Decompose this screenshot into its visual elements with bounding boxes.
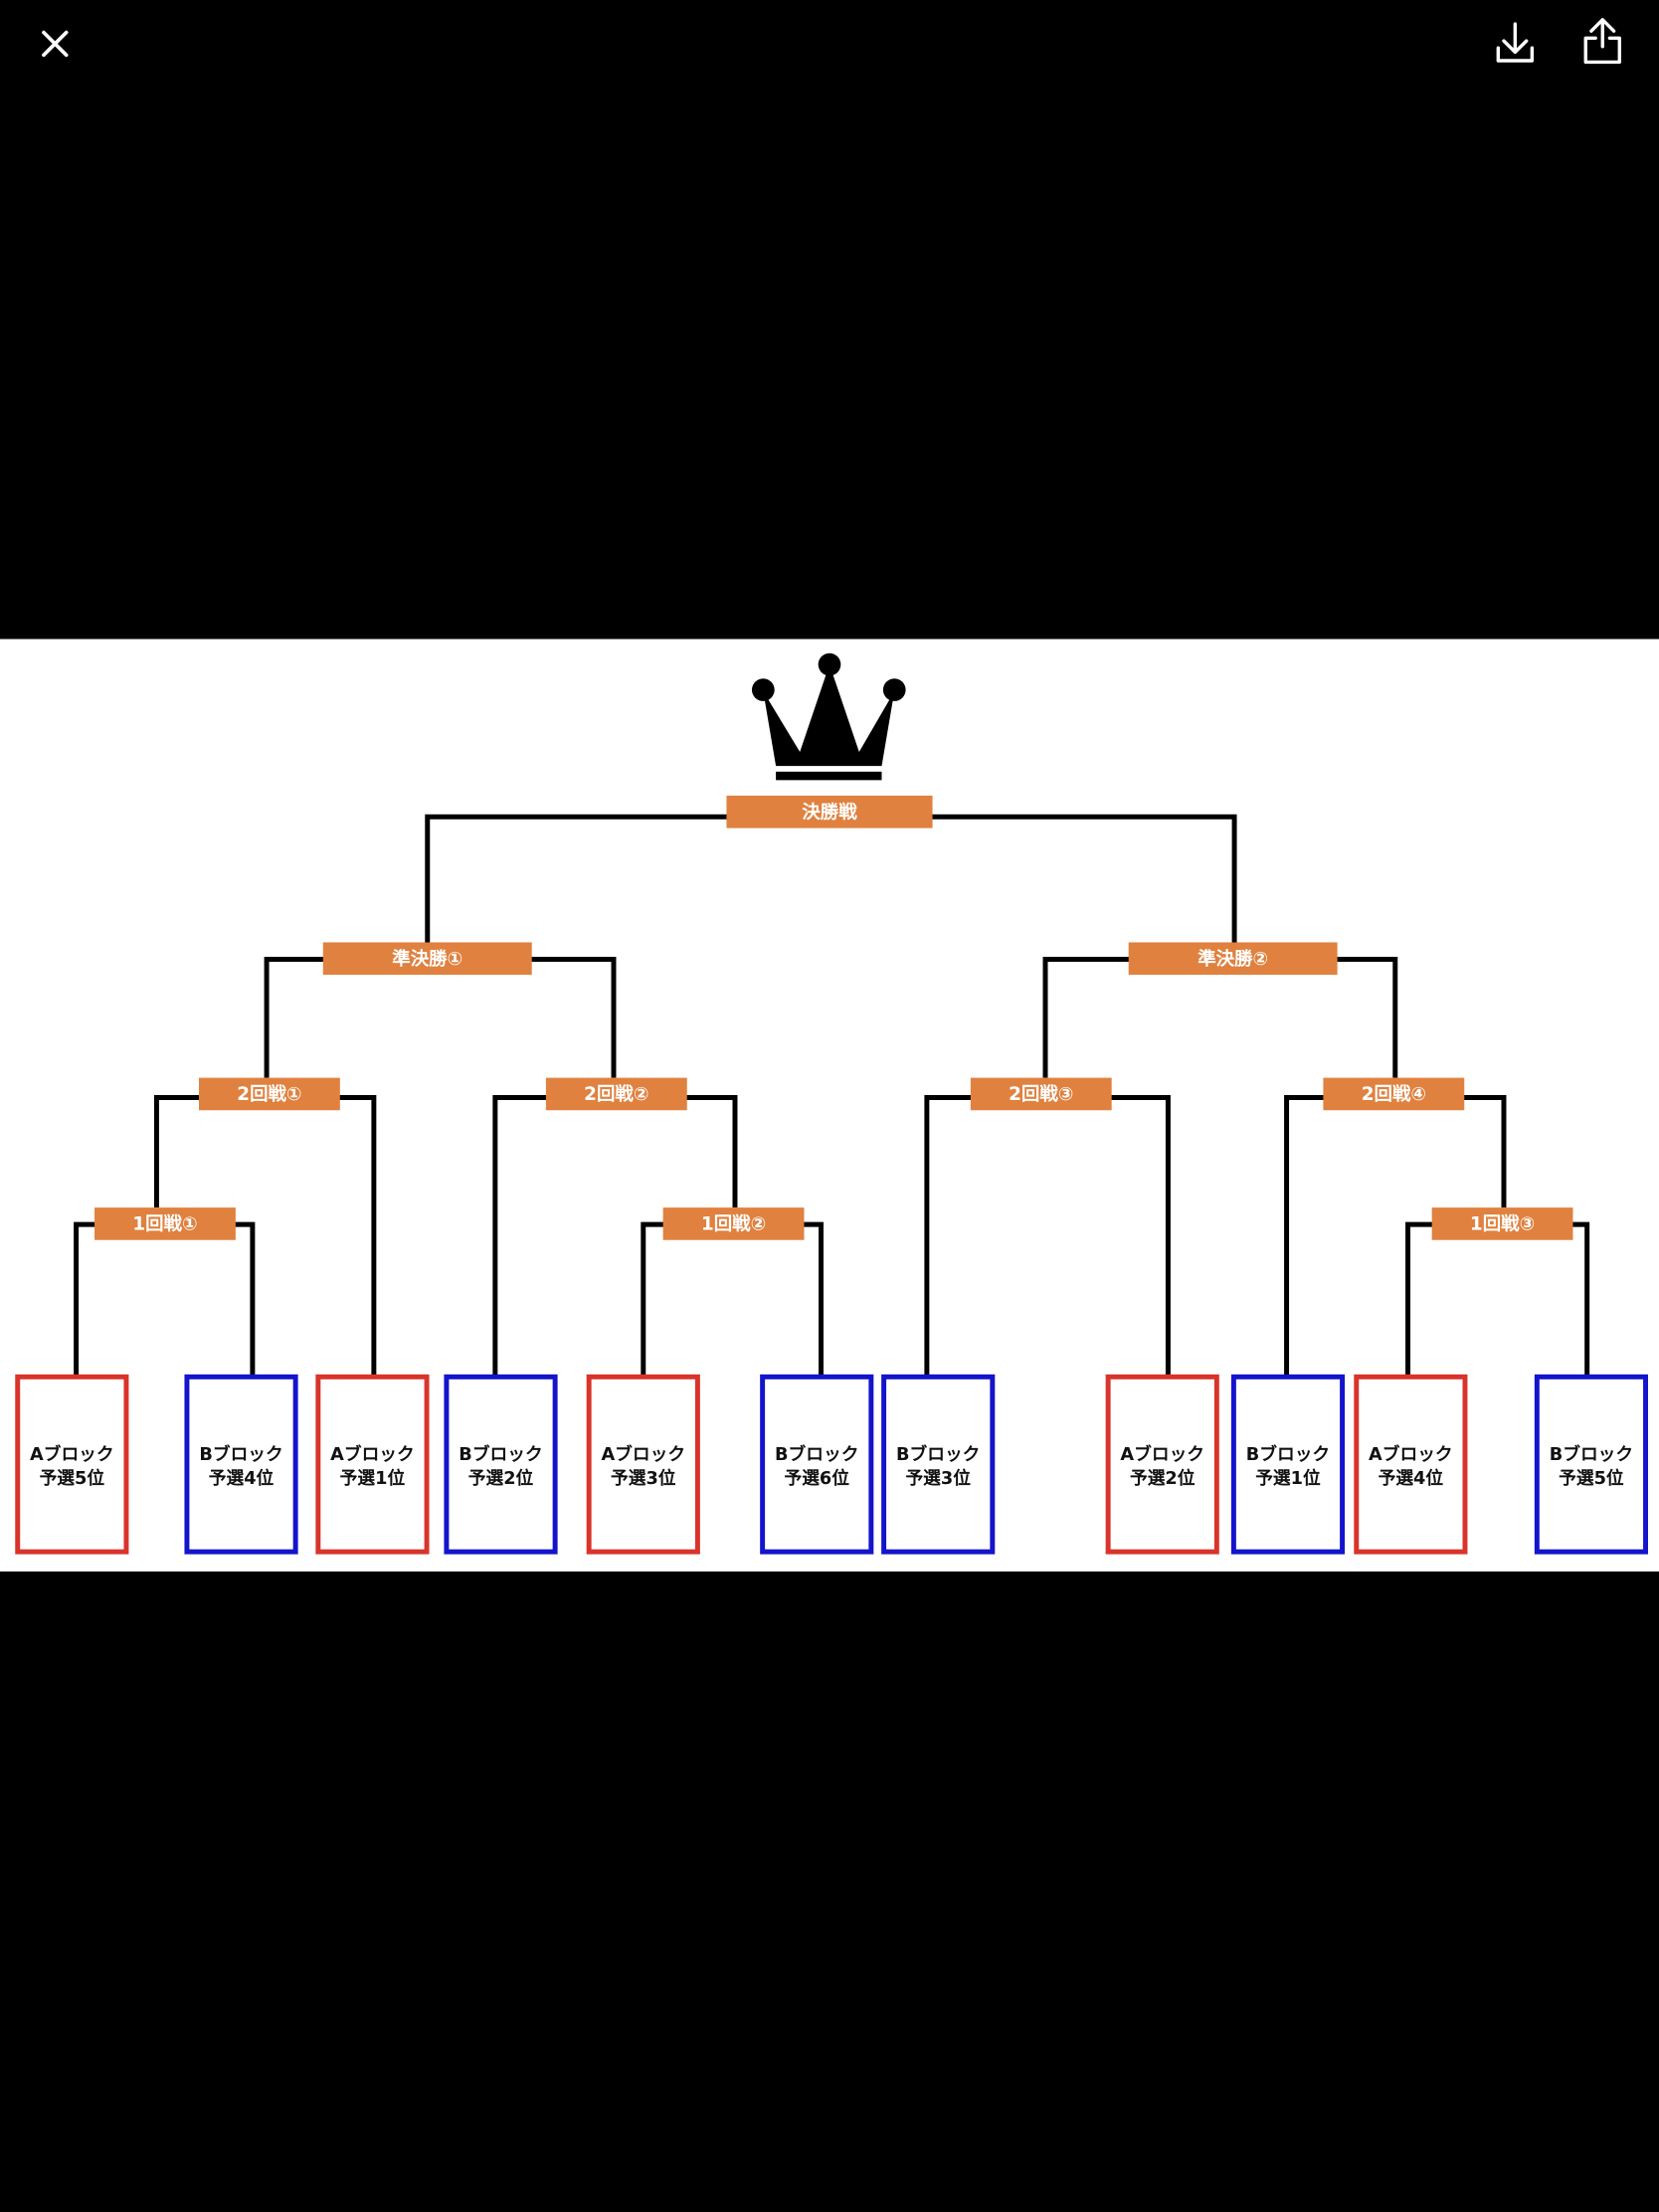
team-block: Bブロック	[199, 1443, 282, 1465]
match-label-text: 準決勝②	[1198, 948, 1268, 970]
match-label-text: 1回戦③	[1470, 1213, 1535, 1235]
team-rank: 予選1位	[1255, 1467, 1321, 1489]
match-label-bg	[1323, 1077, 1465, 1111]
round2-4-label: 2回戦④	[1323, 1077, 1465, 1111]
round2-1-label: 2回戦①	[198, 1077, 340, 1111]
team-rank: 予選5位	[40, 1467, 105, 1489]
crown-icon	[751, 652, 906, 781]
match-label-text: 2回戦②	[584, 1083, 648, 1105]
semifinal-1-label: 準決勝①	[322, 942, 532, 976]
team-block: Bブロック	[775, 1443, 858, 1465]
team-rank: 予選6位	[784, 1467, 849, 1489]
close-button[interactable]	[42, 30, 69, 58]
round1-3-label: 1回戦③	[1431, 1207, 1573, 1240]
match-label-text: 1回戦②	[701, 1213, 766, 1235]
team-rank: 予選2位	[468, 1467, 534, 1489]
match-label-bg	[662, 1207, 805, 1240]
team-box-border	[444, 1374, 558, 1555]
team-box-border	[881, 1374, 996, 1555]
download-icon	[1496, 22, 1535, 63]
match-label-text: 2回戦④	[1362, 1083, 1426, 1105]
team-box-border	[184, 1374, 298, 1555]
team-rank: 予選3位	[905, 1467, 971, 1489]
round1-2-label: 1回戦②	[662, 1207, 805, 1240]
team-box-border	[586, 1374, 700, 1555]
match-label-bg	[726, 795, 933, 829]
round2-2-label: 2回戦②	[545, 1077, 687, 1111]
team-rank: 予選1位	[340, 1467, 406, 1489]
match-label-bg	[94, 1207, 236, 1240]
team-block: Aブロック	[330, 1443, 415, 1465]
close-icon	[42, 30, 69, 58]
team-block: Bブロック	[1550, 1443, 1633, 1465]
team-box-border	[1105, 1374, 1219, 1555]
team-block: Aブロック	[30, 1443, 114, 1465]
match-label-bg	[545, 1077, 687, 1111]
team-rank: 予選3位	[611, 1467, 676, 1489]
team-rank: 予選4位	[1379, 1467, 1444, 1489]
team-box-border	[1354, 1374, 1468, 1555]
match-label-bg	[1128, 942, 1338, 976]
match-label-text: 決勝戦	[802, 801, 857, 823]
download-button[interactable]	[1496, 22, 1535, 63]
share-button[interactable]	[1583, 18, 1621, 65]
team-box-border	[15, 1374, 129, 1555]
team-block: Bブロック	[459, 1443, 542, 1465]
final-label: 決勝戦	[726, 795, 933, 829]
match-label-bg	[198, 1077, 340, 1111]
match-label-bg	[322, 942, 532, 976]
team-block: Aブロック	[1369, 1443, 1453, 1465]
match-label-text: 2回戦①	[237, 1083, 301, 1105]
team-box-border	[315, 1374, 430, 1555]
round2-3-label: 2回戦③	[970, 1077, 1112, 1111]
team-rank: 予選4位	[209, 1467, 275, 1489]
match-label-bg	[1431, 1207, 1573, 1240]
team-rank: 予選5位	[1559, 1467, 1624, 1489]
share-icon	[1583, 18, 1621, 65]
match-label-text: 準決勝①	[392, 948, 462, 970]
match-label-bg	[970, 1077, 1112, 1111]
team-box-border	[760, 1374, 874, 1555]
semifinal-2-label: 準決勝②	[1128, 942, 1338, 976]
match-label-text: 2回戦③	[1009, 1083, 1073, 1105]
team-box-border	[1230, 1374, 1346, 1555]
team-block: Bブロック	[1246, 1443, 1330, 1465]
round1-1-label: 1回戦①	[94, 1207, 236, 1240]
team-box-border	[1534, 1374, 1649, 1555]
team-block: Bブロック	[896, 1443, 980, 1465]
match-label-text: 1回戦①	[132, 1213, 197, 1235]
team-block: Aブロック	[601, 1443, 685, 1465]
team-block: Aブロック	[1120, 1443, 1204, 1465]
team-rank: 予選2位	[1130, 1467, 1196, 1489]
